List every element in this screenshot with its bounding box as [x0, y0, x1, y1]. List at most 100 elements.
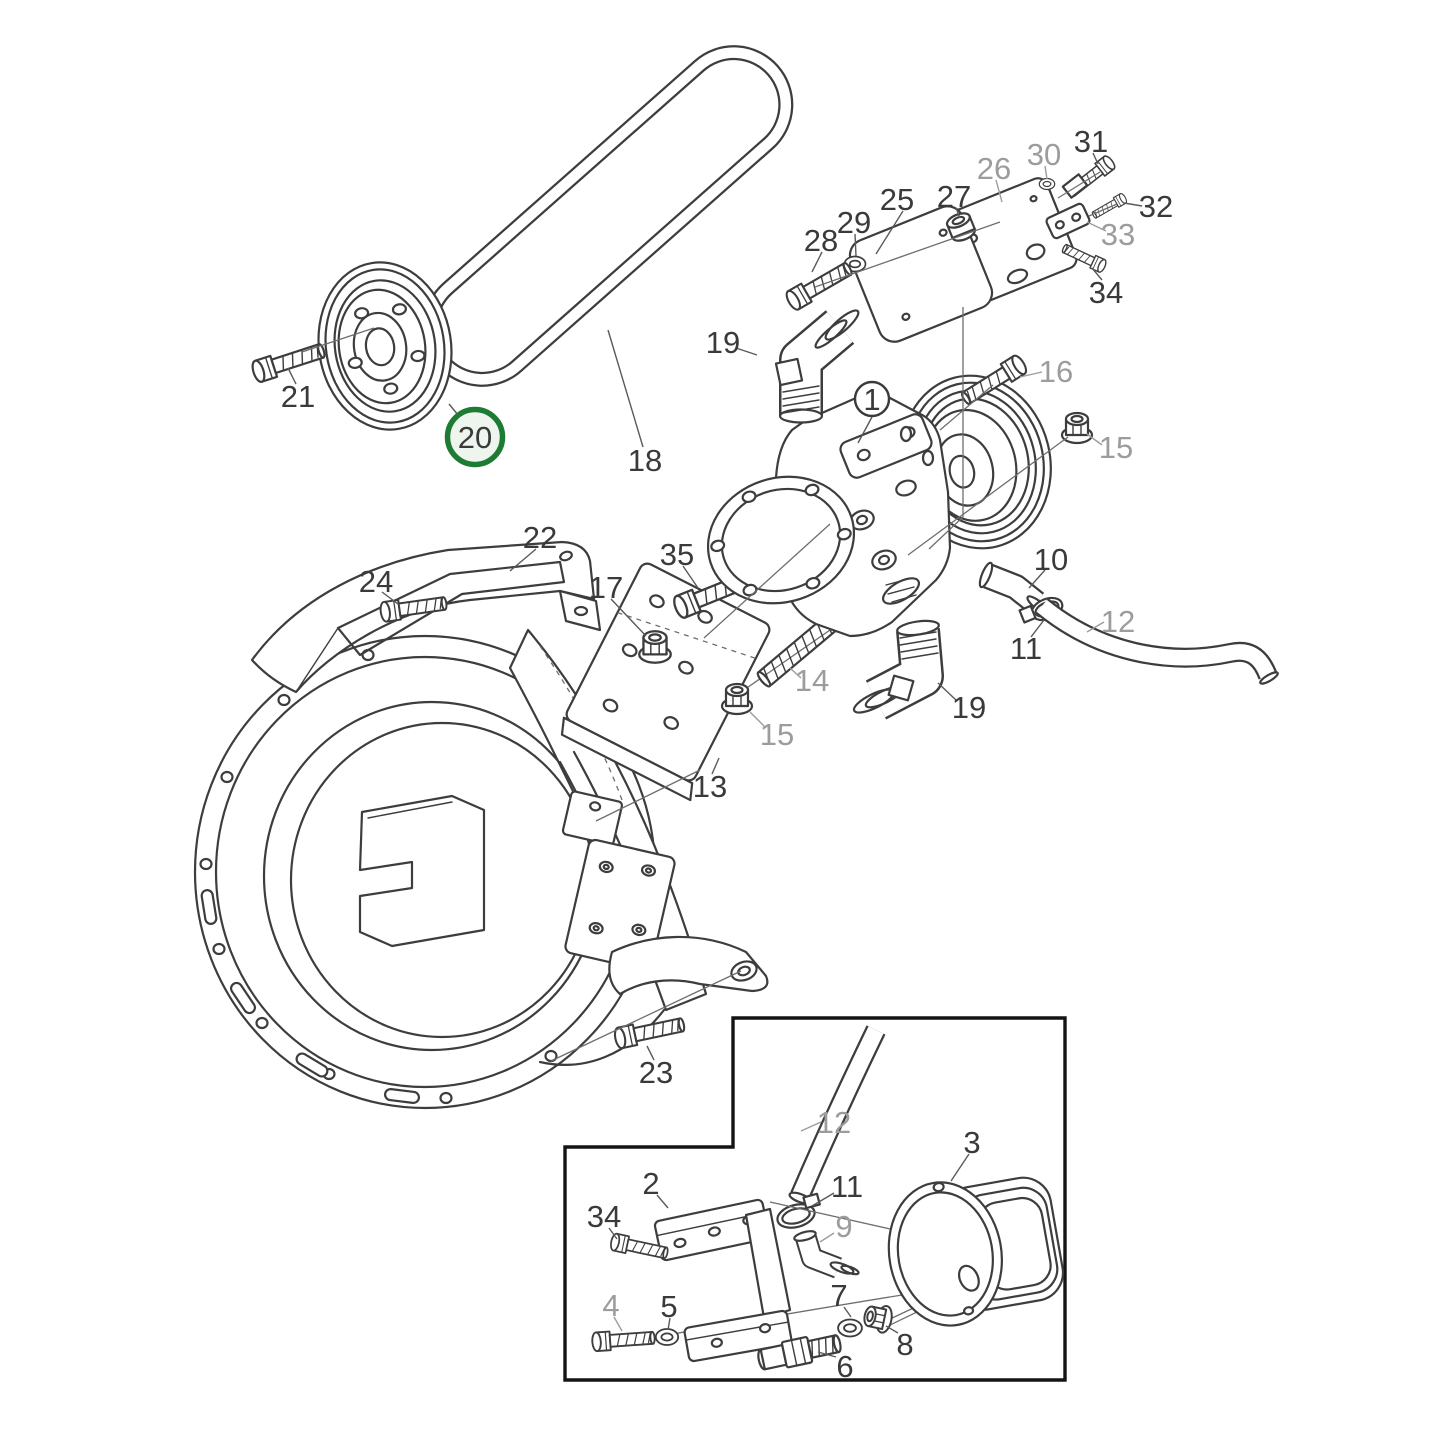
part-label-32: 32	[1139, 189, 1173, 224]
part-label-35: 35	[660, 537, 694, 572]
leader-line-18	[607, 329, 644, 448]
leader-line-19-bottom	[937, 682, 957, 701]
part-label-11-inset: 11	[831, 1169, 863, 1204]
lower-foot-arm	[608, 935, 769, 996]
clip-33	[1045, 202, 1091, 240]
leader-line-5	[667, 1317, 671, 1331]
leader-line-26	[995, 179, 1003, 203]
part-label-29: 29	[837, 205, 871, 240]
part-label-11-main: 11	[1010, 631, 1042, 666]
leader-line-7	[843, 1306, 852, 1318]
leader-line-24	[381, 591, 399, 605]
inset-bracket-2	[653, 1198, 793, 1363]
leader-line-17	[610, 598, 647, 637]
part-label-34-top: 34	[1089, 275, 1123, 310]
leader-line-12-main	[1086, 621, 1105, 633]
part-label-9: 9	[835, 1209, 852, 1244]
leader-line-19-top	[735, 347, 758, 356]
drive-belt	[422, 45, 794, 387]
leader-line-11-main	[1030, 619, 1045, 638]
part-label-3: 3	[963, 1125, 980, 1160]
part-label-34-inset: 34	[587, 1199, 621, 1234]
part-label-13: 13	[693, 769, 727, 804]
leader-line-15-left	[749, 711, 767, 729]
part-label-15-right: 15	[1099, 430, 1133, 465]
mount-plate	[564, 838, 676, 972]
part-label-27: 27	[937, 179, 971, 214]
part-label-1: 1	[863, 382, 880, 417]
highlight-ring	[444, 406, 506, 468]
nut-30	[1038, 177, 1056, 191]
leader-line-29	[854, 233, 857, 257]
part-label-20: 20	[458, 420, 492, 455]
part-label-16: 16	[1039, 354, 1073, 389]
part-label-33: 33	[1101, 217, 1135, 252]
upper-mount-block	[561, 790, 624, 846]
leader-line-6	[817, 1351, 837, 1358]
part-label-12-main: 12	[1101, 604, 1135, 639]
part-label-28: 28	[804, 223, 838, 258]
leader-line-9	[819, 1232, 835, 1243]
inset-washer-5	[654, 1328, 680, 1346]
part-label-12-inset: 12	[817, 1105, 851, 1140]
part-label-7: 7	[830, 1278, 847, 1313]
part-label-21: 21	[281, 379, 315, 414]
part-label-31: 31	[1074, 124, 1108, 159]
leader-line-15-right	[1086, 433, 1103, 446]
part-label-10: 10	[1034, 542, 1068, 577]
leader-line-34-top	[1091, 267, 1103, 281]
leader-line-4	[613, 1316, 623, 1332]
leader-line-14	[789, 667, 802, 679]
leader-line-13	[711, 757, 720, 775]
part-label-19-bottom: 19	[952, 690, 986, 725]
leader-line-28	[811, 251, 823, 273]
leader-line-22	[509, 548, 537, 572]
part-label-14: 14	[795, 663, 829, 698]
leader-line-16	[1019, 371, 1043, 378]
leader-line-8	[885, 1325, 899, 1334]
leader-line-31	[1092, 152, 1099, 165]
leader-line-3	[950, 1153, 970, 1182]
flange-holes	[199, 648, 558, 1105]
leader-line-25	[875, 210, 904, 255]
leader-line-34-inset	[608, 1227, 618, 1240]
water-pump	[706, 374, 1052, 638]
leader-line-23	[646, 1045, 655, 1061]
part-label-4: 4	[602, 1288, 619, 1323]
bracket-plate-13	[560, 562, 771, 802]
part-label-6: 6	[836, 1349, 853, 1384]
leader-line-27	[955, 207, 961, 219]
inset-washer-7	[837, 1318, 863, 1338]
part-label-8: 8	[896, 1327, 913, 1362]
flywheel-housing	[193, 540, 769, 1110]
pulley-bolt	[249, 338, 329, 385]
crankshaft-pulley	[317, 261, 453, 431]
leader-line-2	[656, 1194, 669, 1209]
part-label-22: 22	[523, 520, 557, 555]
elbow-19-top	[774, 309, 860, 424]
part-label-30: 30	[1027, 137, 1061, 172]
assembly-lines	[301, 171, 1118, 1062]
inset-nut-8	[860, 1300, 896, 1336]
part-label-2: 2	[642, 1166, 659, 1201]
leader-line-35	[682, 565, 699, 589]
part-label-15-left: 15	[760, 717, 794, 752]
part-label-23: 23	[639, 1055, 673, 1090]
leader-line-10	[1028, 569, 1046, 589]
flange-slots	[200, 889, 421, 1105]
nut-15-left	[720, 682, 754, 716]
inset-clamp-11	[776, 1192, 821, 1229]
inset-elbow-9	[793, 1230, 860, 1279]
fitting-27	[945, 212, 977, 242]
elbow-19-bottom	[852, 619, 944, 720]
part-label-26: 26	[977, 151, 1011, 186]
center-bracket	[358, 794, 486, 948]
inset-bolt-4	[590, 1327, 657, 1353]
leader-line-33	[1086, 221, 1107, 232]
part-label-24: 24	[359, 564, 393, 599]
part-label-18: 18	[628, 443, 662, 478]
leader-line-12-inset	[800, 1121, 822, 1132]
